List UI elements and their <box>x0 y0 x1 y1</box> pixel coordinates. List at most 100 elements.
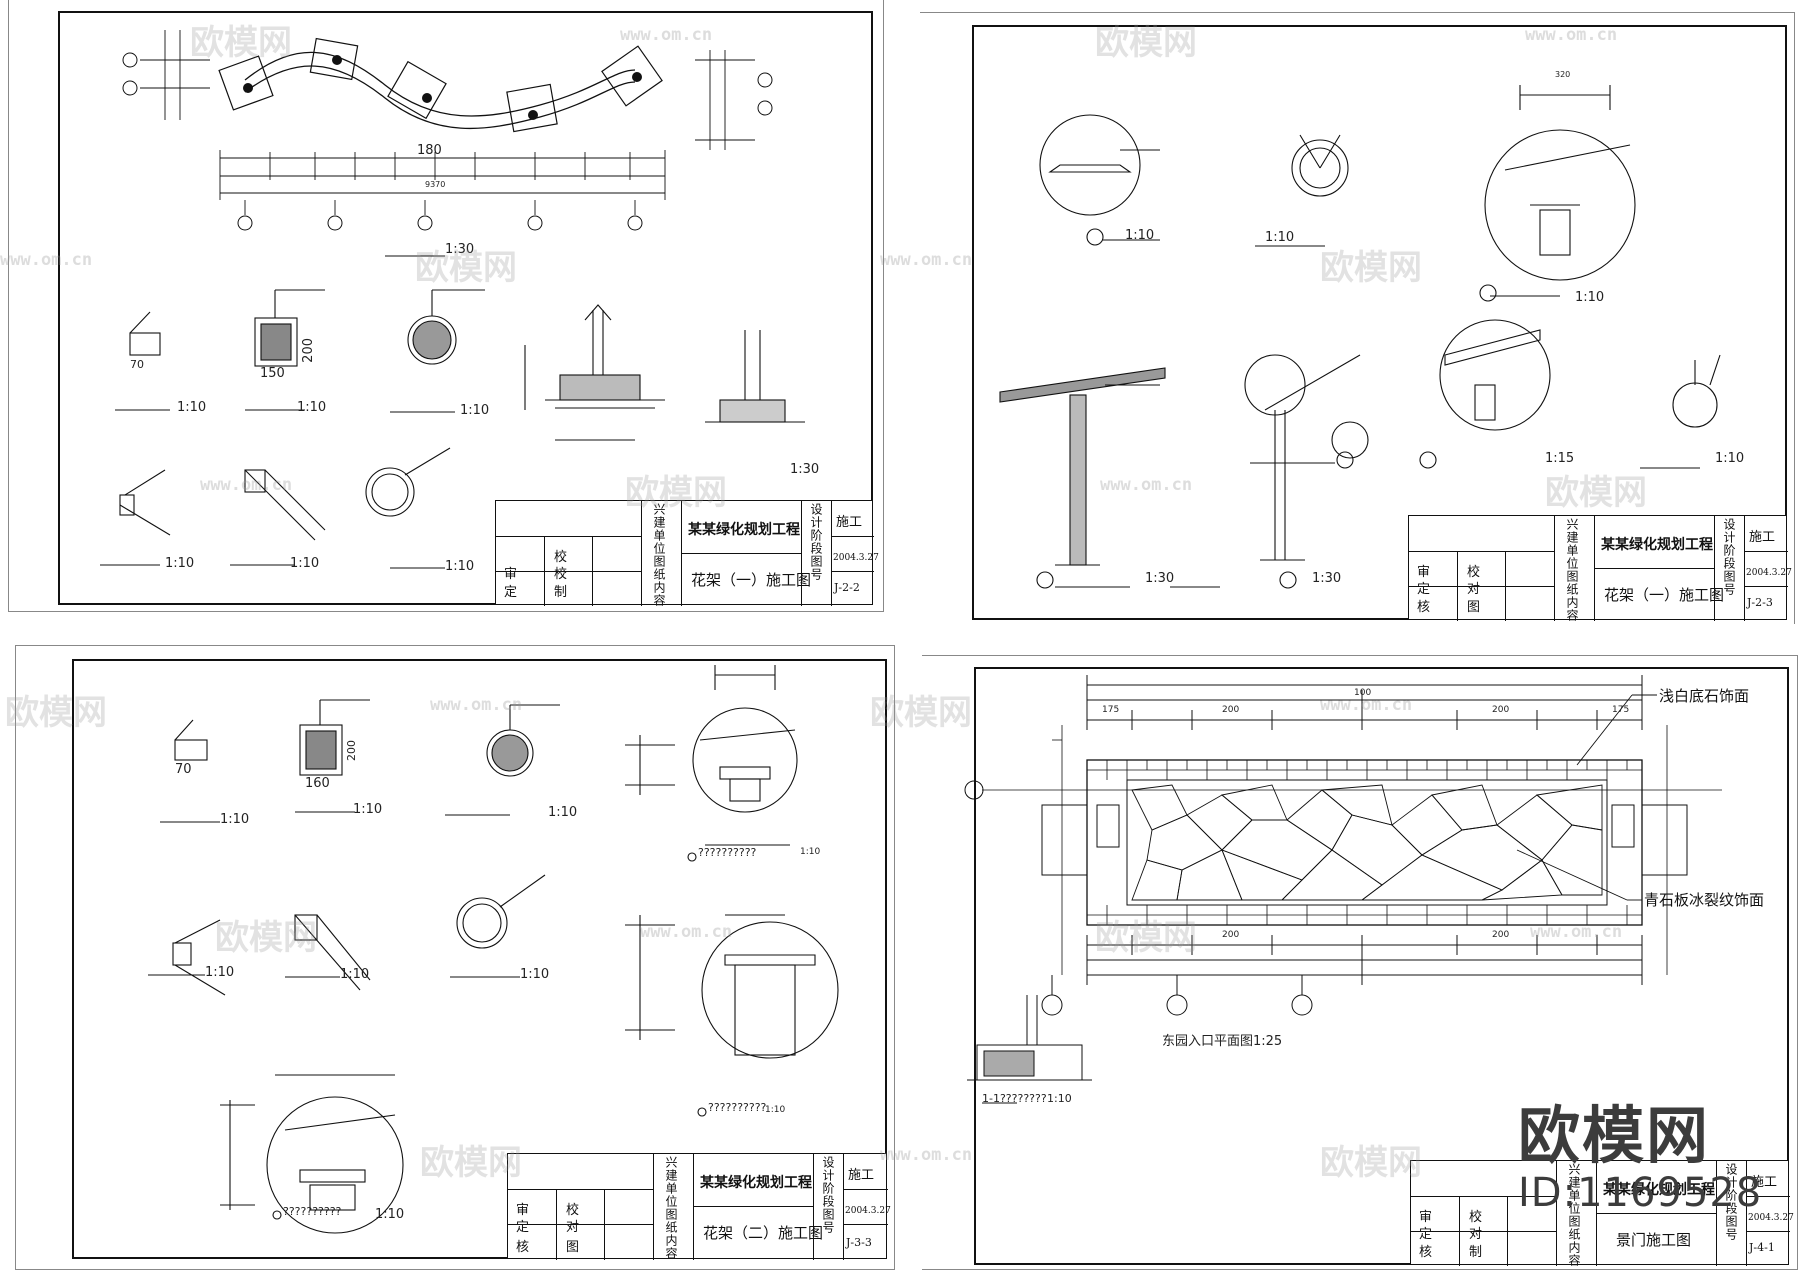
role-label: 对 <box>1467 582 1481 597</box>
watermark-url: www.om.cn <box>620 25 713 45</box>
detail-circle-3a <box>692 665 798 813</box>
bottom-dimension-lines <box>1051 935 1643 995</box>
watermark-brand: 欧模网 <box>215 918 317 958</box>
date: 2004.3.27 <box>1748 1213 1794 1223</box>
sheet-1-dim-total: 9370 <box>425 180 446 189</box>
role-label: 制 <box>554 585 568 600</box>
watermark-brand: 欧模网 <box>1545 473 1647 513</box>
sheet-3-dim-70: 70 <box>175 762 192 777</box>
detail-ring-4 <box>456 874 546 949</box>
project-name: 某某绿化规划工程 <box>1603 1182 1715 1198</box>
role-label: 图 <box>566 1240 580 1255</box>
stage: 施工 <box>1751 1175 1778 1190</box>
date: 2004.3.27 <box>1746 568 1792 578</box>
axis-lines <box>982 725 1722 975</box>
detail-dim-3b <box>625 915 675 1040</box>
watermark-url: www.om.cn <box>1530 922 1623 942</box>
watermark-id: ID:1169528 <box>1518 1170 1763 1216</box>
role-label: 图 <box>1467 600 1481 615</box>
pergola-section <box>1105 354 1369 561</box>
detail-brace-1 <box>119 469 171 536</box>
project-name: 某某绿化规划工程 <box>1601 537 1713 553</box>
sheet-3-scale-5: 1:10 <box>205 965 235 980</box>
sheet-2-scale-7: 1:10 <box>1715 451 1745 466</box>
role-label: 校 <box>566 1203 580 1218</box>
role-label: 核 <box>1419 1245 1433 1260</box>
sheet-3-drawing <box>148 665 839 1234</box>
bubble-marks <box>1036 228 1497 589</box>
watermark-url: www.om.cn <box>1525 25 1618 45</box>
bubble-marks-3 <box>272 852 707 1220</box>
sheet-4-frame <box>974 667 1789 1265</box>
watermark-brand: 欧模网 <box>625 473 727 513</box>
role-label: 审 <box>1419 1210 1433 1225</box>
dim-top-4: 100 <box>1354 688 1372 698</box>
role-label: 制 <box>1469 1245 1483 1260</box>
sheet-1-scale-3: 1:10 <box>297 400 327 415</box>
sheet-3-scale-2: 1:10 <box>353 802 383 817</box>
detail-column-3b <box>701 914 839 1059</box>
watermark-brand: 欧模网 <box>1095 23 1197 63</box>
gate-plan-inner <box>1126 779 1608 906</box>
brick-coursing-top <box>1087 760 1642 780</box>
watermark-url: www.om.cn <box>640 922 733 942</box>
dim-top-5: 200 <box>1492 705 1510 715</box>
dim-top-1: 175 <box>1102 705 1120 715</box>
role-label: 定 <box>516 1220 530 1235</box>
sheet-4-drawing <box>964 675 1722 1104</box>
watermark-url: www.om.cn <box>430 695 523 715</box>
sheet-3-frame <box>72 659 887 1259</box>
dim-bottom-3: 200 <box>1222 930 1240 940</box>
sheet-2: 1:10 1:10 1:10 1:30 1:30 1:15 1:10 320 审… <box>920 0 1800 630</box>
sheet-2-frame <box>972 25 1787 620</box>
role-label: 校 <box>554 550 568 565</box>
pergola-plan-curve-outer <box>244 51 636 117</box>
detail-circle-2 <box>1291 134 1349 197</box>
detail-beam-section-2 <box>299 699 370 776</box>
role-label: 审 <box>1417 565 1431 580</box>
sheet-4: 浅白底石饰面 青石板冰裂纹饰面 东园入口平面图1:25 1-1???????? … <box>922 655 1800 1272</box>
scale-underlines-2b <box>1055 462 1700 588</box>
sheet-1-scale-2: 1:10 <box>177 400 207 415</box>
stage: 施工 <box>836 515 863 530</box>
role-label: 定 <box>504 585 518 600</box>
detail-dim-3a <box>625 735 675 795</box>
axis-bubble-left <box>964 780 984 800</box>
scale-underlines-2 <box>1103 239 1560 297</box>
detail-brace-2 <box>244 469 326 541</box>
detail-circle-3c <box>266 1074 404 1234</box>
role-label: 对 <box>566 1220 580 1235</box>
role-label: 校 <box>554 567 568 582</box>
sheet-3-trim-border <box>15 645 895 1270</box>
sheet-1-scale-7: 1:10 <box>290 556 320 571</box>
date: 2004.3.27 <box>833 553 879 563</box>
sheet-4-trim-border <box>922 655 1798 1270</box>
role-label: 校 <box>1469 1210 1483 1225</box>
sheet-1-scale-8: 1:10 <box>445 559 475 574</box>
sheet-4-title-block: 审 定 核 校 对 制 兴建单位图纸内容 某某绿化规划工程 景门施工图 设计阶段… <box>1410 1160 1794 1267</box>
vertical-right: 设计阶段图号 <box>809 503 823 581</box>
vertical-note: 兴建单位图纸内容 <box>1565 518 1579 622</box>
watermark-brand: 欧模网 <box>420 1143 522 1183</box>
sheet-3-dim-200: 200 <box>345 740 358 761</box>
vertical-note: 兴建单位图纸内容 <box>1567 1163 1581 1267</box>
plan-dimension-chain <box>219 150 666 215</box>
row3-scale-underlines <box>100 564 445 569</box>
sheet-1-trim-border <box>8 0 884 612</box>
sheet-2-dim-320: 320 <box>1555 70 1571 79</box>
annotation-leaders <box>1516 694 1657 901</box>
detail-column-base <box>705 330 805 423</box>
project-name: 某某绿化规划工程 <box>700 1175 812 1191</box>
stage: 施工 <box>1749 530 1776 545</box>
detail-dim-3c <box>220 1100 255 1210</box>
dim-top-3: 200 <box>1222 705 1240 715</box>
role-label: 校 <box>1467 565 1481 580</box>
ice-crack-pattern <box>1131 784 1603 901</box>
sheet-2-scale-1: 1:10 <box>1125 228 1155 243</box>
sheet-3-detail-label-3: ?????????? <box>283 1205 342 1218</box>
sheet-1-dim-150: 150 <box>260 366 285 381</box>
watermark-brand: 欧模网 <box>190 23 292 63</box>
detail-small-bracket <box>129 311 161 356</box>
watermark-url: www.om.cn <box>880 1145 973 1165</box>
watermark-url: www.om.cn <box>1320 695 1413 715</box>
